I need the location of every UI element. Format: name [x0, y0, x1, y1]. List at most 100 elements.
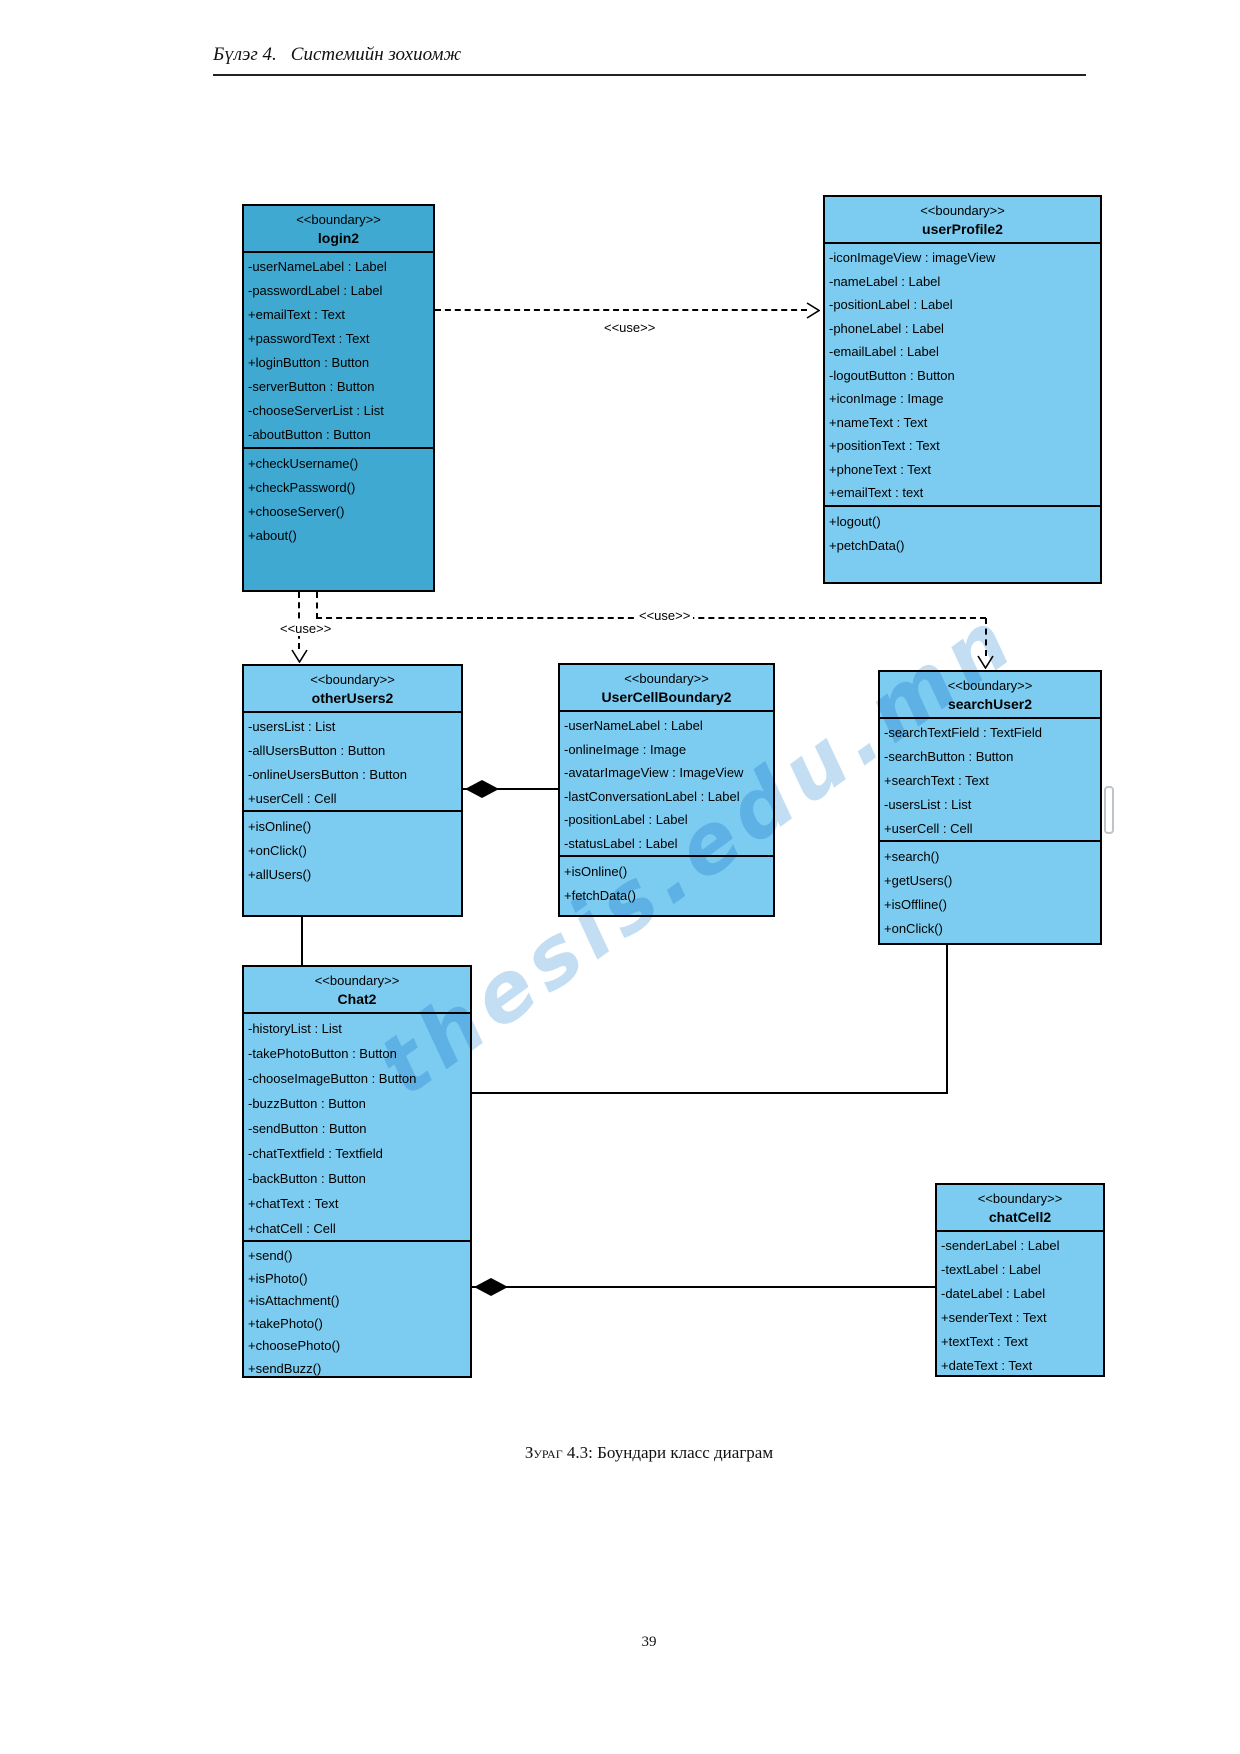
method-row: +choosePhoto()	[248, 1338, 341, 1353]
composition-line-chat-chatcell	[472, 1286, 935, 1288]
attributes-compartment: -userNameLabel : Label -passwordLabel : L…	[244, 253, 433, 449]
attributes-compartment: -usersList : List-allUsersButton : Butto…	[244, 713, 461, 812]
attribute-row: -aboutButton : Button	[248, 427, 371, 442]
attribute-row: -usersList : List	[884, 797, 972, 812]
class-name: userProfile2	[922, 221, 1003, 237]
class-header: <<boundary>>searchUser2	[880, 672, 1100, 719]
attribute-row: -passwordLabel : Label	[248, 283, 383, 298]
method-row: +send()	[248, 1248, 293, 1263]
method-row: +search()	[884, 849, 940, 864]
class-userprofile2: <<boundary>> userProfile2 -iconImageView :…	[823, 195, 1102, 584]
class-searchuser2: <<boundary>>searchUser2-searchTextField …	[878, 670, 1102, 945]
class-login2: <<boundary>> login2 -userNameLabel : Label…	[242, 204, 435, 592]
class-header: <<boundary>> Chat2	[244, 967, 470, 1014]
attribute-row: +searchText : Text	[884, 773, 989, 788]
method-row: +isAttachment()	[248, 1293, 340, 1308]
attribute-row: -backButton : Button	[248, 1171, 366, 1186]
attribute-row: -userNameLabel : Label	[248, 259, 387, 274]
attribute-row: -usersList : List	[248, 719, 336, 734]
method-row: +allUsers()	[248, 867, 312, 882]
figure-caption-text: Боундари класс диаграм	[597, 1443, 774, 1462]
attribute-row: -onlineImage : Image	[564, 741, 687, 757]
attribute-row: +chatCell : Cell	[248, 1221, 336, 1236]
stereotype-label: <<boundary>>	[920, 203, 1005, 218]
method-row: +getUsers()	[884, 873, 953, 888]
class-chat2: <<boundary>> Chat2 -historyList : List-tak…	[242, 965, 472, 1378]
methods-compartment: +search()+getUsers()+isOffline()+onClick…	[880, 842, 1100, 943]
attribute-row: +passwordText : Text	[248, 331, 370, 346]
method-row: +isOnline()	[248, 819, 312, 834]
composition-diamond-icon	[473, 1277, 509, 1297]
attribute-row: -buzzButton : Button	[248, 1096, 366, 1111]
class-chatcell2: <<boundary>>chatCell2-senderLabel : Labe…	[935, 1183, 1105, 1377]
method-row: +onClick()	[884, 921, 943, 936]
method-row: +sendBuzz()	[248, 1360, 322, 1376]
use-stereotype-label: <<use>>	[601, 320, 659, 335]
attribute-row: +textText : Text	[941, 1334, 1028, 1349]
use-stereotype-label: <<use>>	[636, 608, 694, 623]
attribute-row: -phoneLabel : Label	[829, 320, 944, 336]
attribute-row: -statusLabel : Label	[564, 835, 678, 851]
stereotype-label: <<boundary>>	[314, 973, 400, 988]
attributes-compartment: -searchTextField : TextField -searchButto…	[880, 719, 1100, 842]
use-dependency-line-login-userprofile	[435, 309, 807, 311]
class-name: Chat2	[337, 991, 377, 1007]
attribute-row: -chooseServerList : List	[248, 403, 384, 418]
methods-compartment: +checkUsername()+checkPassword()+chooseS…	[244, 449, 433, 590]
open-arrowhead-down-icon	[291, 649, 308, 664]
method-row: +about()	[248, 528, 297, 543]
chapter-label: Бүлэг 4.	[213, 44, 277, 65]
attribute-row: +userCell : Cell	[884, 821, 973, 836]
attribute-row: -searchTextField : TextField	[884, 725, 1042, 740]
association-line-otherusers-chat	[301, 917, 303, 965]
attribute-row: +senderText : Text	[941, 1310, 1047, 1325]
use-dependency-line-login-branch	[316, 592, 318, 619]
methods-compartment: +isOnline()+fetchData()	[560, 857, 773, 915]
class-header: <<boundary>> login2	[244, 206, 433, 253]
method-row: +onClick()	[248, 843, 307, 858]
attributes-compartment: -userNameLabel : Label-onlineImage : Ima…	[560, 712, 773, 857]
attribute-row: -emailLabel : Label	[829, 344, 939, 359]
composition-line-otherusers-usercell	[463, 788, 558, 790]
attribute-row: -nameLabel : Label	[829, 273, 941, 289]
attribute-row: -onlineUsersButton : Button	[248, 767, 407, 782]
stereotype-label: <<boundary>>	[624, 671, 709, 686]
chapter-title: Системийн зохиомж	[290, 44, 462, 65]
attribute-row: -dateLabel : Label	[941, 1286, 1046, 1301]
attribute-row: -chooseImageButton : Button	[248, 1071, 417, 1086]
class-name: login2	[317, 230, 360, 246]
open-arrowhead-down-icon	[977, 655, 994, 670]
scrollbar-artifact	[1104, 786, 1114, 834]
method-row: +logout()	[829, 514, 881, 529]
attributes-compartment: -historyList : List-takePhotoButton : Bu…	[244, 1014, 470, 1242]
class-header: <<boundary>>otherUsers2	[244, 666, 461, 713]
class-name: otherUsers2	[311, 690, 394, 706]
attribute-row: -positionLabel : Label	[829, 297, 953, 312]
use-stereotype-label: <<use>>	[277, 621, 335, 636]
method-row: +petchData()	[829, 538, 905, 553]
method-row: +checkPassword()	[248, 480, 356, 495]
class-usercellboundary2: <<boundary>>UserCellBoundary2-userNameLa…	[558, 663, 775, 917]
attribute-row: +chatText : Text	[248, 1196, 339, 1211]
attribute-row: +nameText : Text	[829, 414, 928, 430]
attribute-row: -avatarImageView : ImageView	[564, 765, 744, 780]
page-number: 39	[641, 1634, 657, 1650]
attribute-row: +positionText : Text	[829, 438, 940, 453]
method-row: +isOnline()	[564, 864, 628, 879]
method-row: +isPhoto()	[248, 1270, 308, 1286]
attribute-row: -lastConversationLabel : Label	[564, 788, 740, 804]
attribute-row: -positionLabel : Label	[564, 812, 688, 827]
attribute-row: -searchButton : Button	[884, 749, 1014, 764]
methods-compartment: +isOnline() +onClick() +allUsers()	[244, 812, 461, 915]
attribute-row: +userCell : Cell	[248, 791, 337, 806]
attribute-row: -historyList : List	[248, 1021, 342, 1036]
attributes-compartment: -senderLabel : Label-textLabel : Label-d…	[937, 1232, 1103, 1375]
method-row: +checkUsername()	[248, 456, 359, 471]
stereotype-label: <<boundary>>	[296, 212, 381, 227]
attribute-row: -iconImageView : imageView	[829, 250, 996, 265]
attribute-row: +phoneText : Text	[829, 461, 932, 477]
figure-caption: Зураг 4.3: Боундари класс диаграм	[213, 1443, 1085, 1463]
class-otherusers2: <<boundary>>otherUsers2-usersList : List…	[242, 664, 463, 917]
stereotype-label: <<boundary>>	[977, 1191, 1063, 1206]
